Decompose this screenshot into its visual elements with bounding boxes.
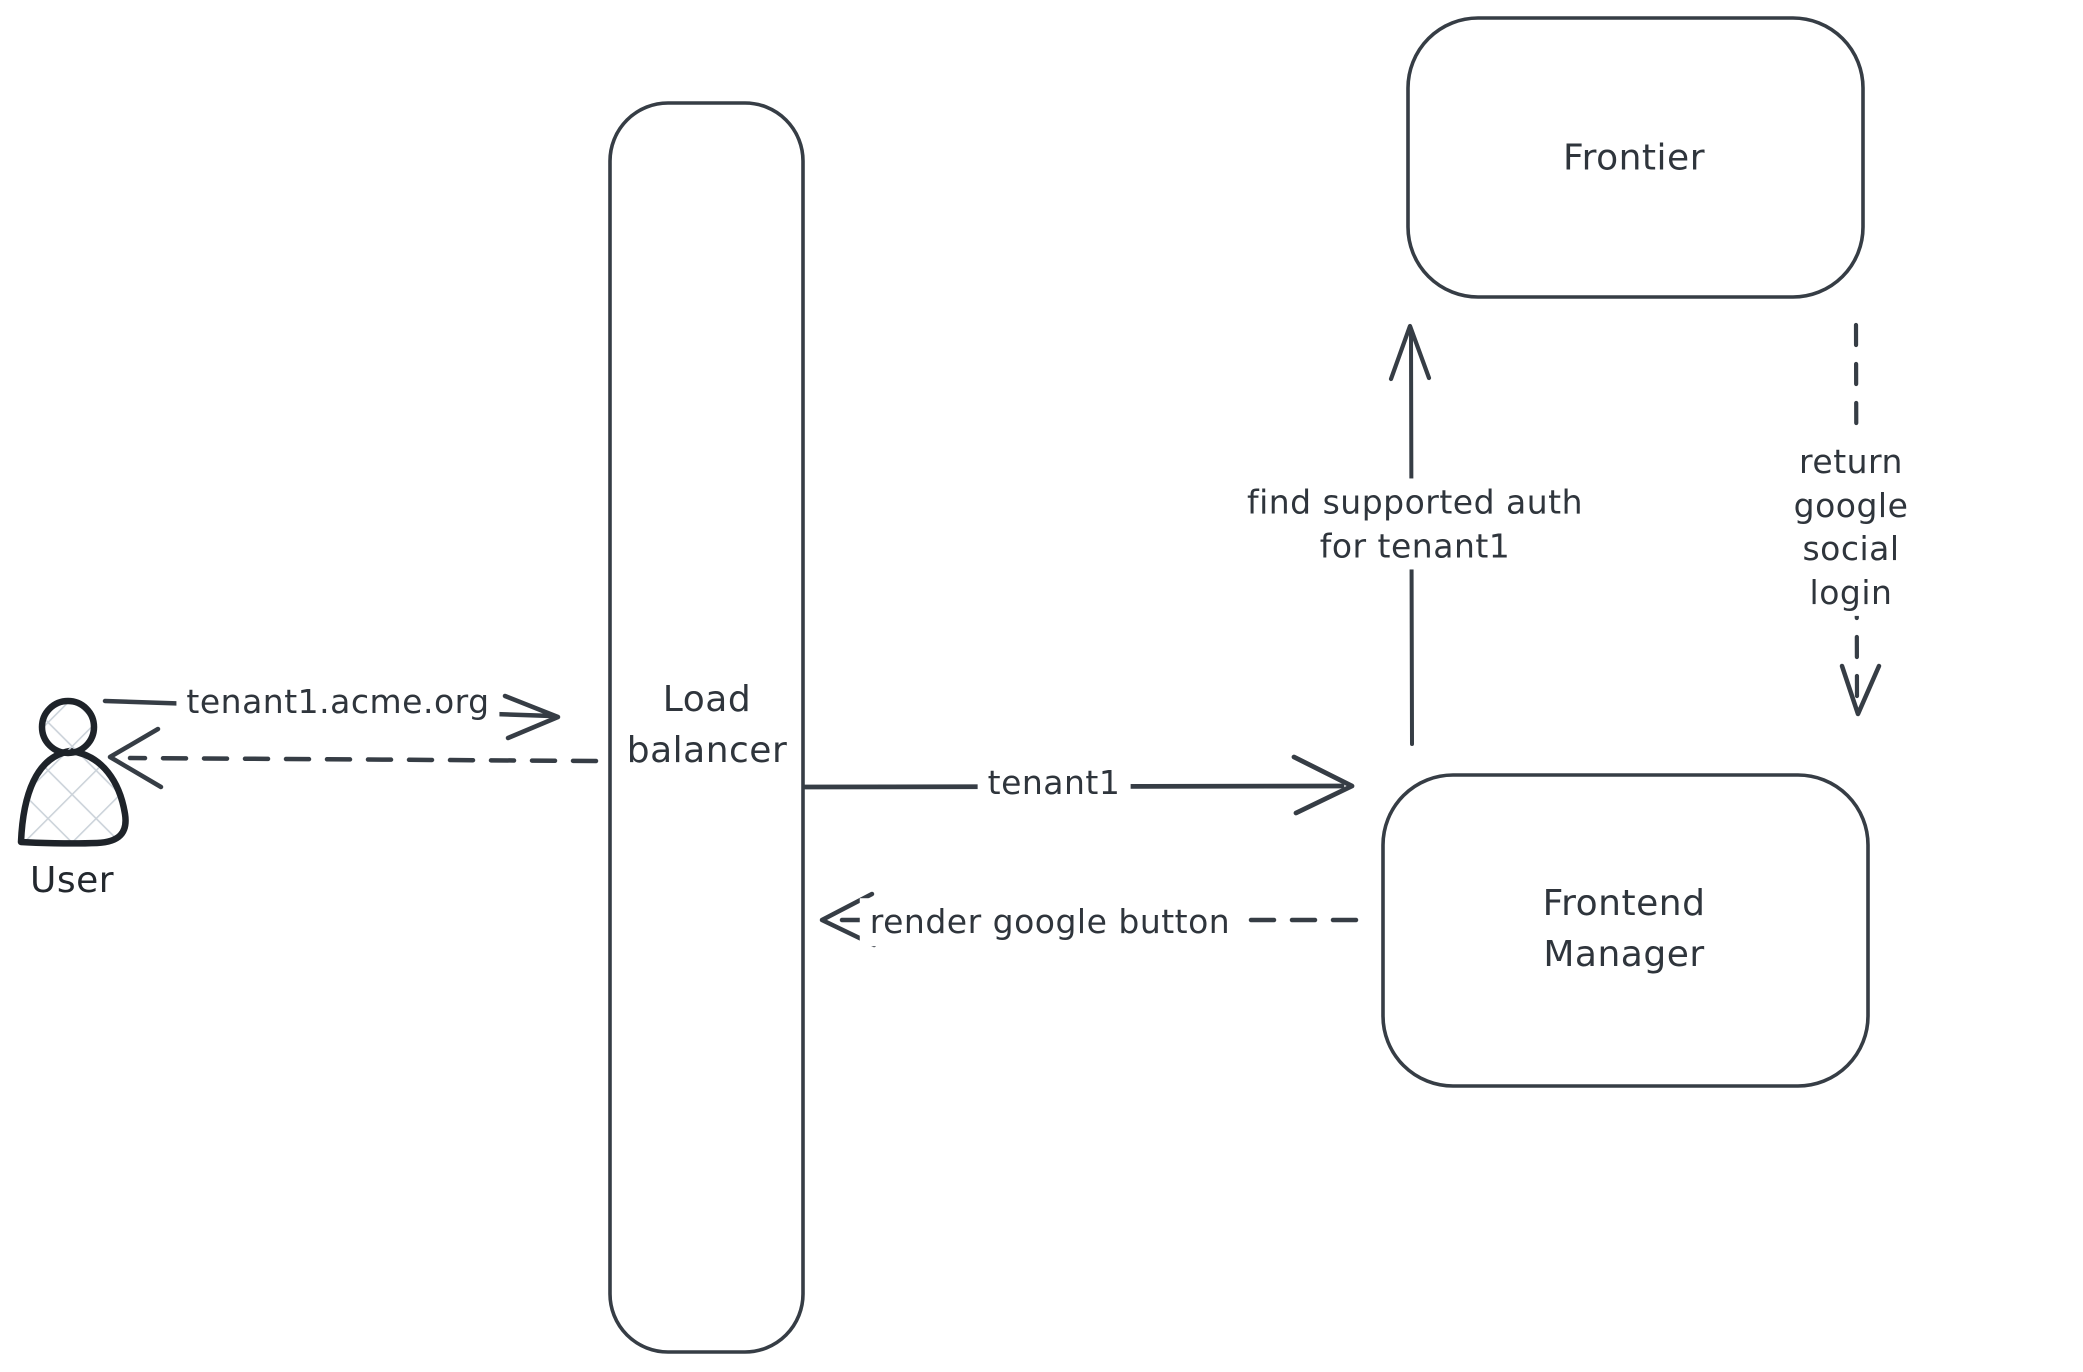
user-body-shape [17, 747, 129, 847]
edge-response-to-user-arrow [107, 726, 599, 790]
edge-request-domain-label: tenant1.acme.org [176, 678, 500, 726]
edge-return-login-label: return google social login [1735, 437, 1967, 617]
node-frontier-label: Frontier [1562, 137, 1706, 179]
node-load-balancer-label: Load balancer [626, 678, 788, 771]
node-frontier-shape [1406, 16, 1865, 299]
edge-forward-tenant-label: tenant1 [977, 759, 1131, 807]
user-head-shape [38, 697, 98, 757]
edge-render-button-label: render google button [859, 898, 1241, 946]
node-user-label: User [29, 860, 115, 902]
edge-find-auth-label: find supported auth for tenant1 [1236, 478, 1594, 570]
node-load-balancer-shape [608, 101, 805, 1354]
edge-return-login-arrow [1839, 322, 1882, 717]
node-frontend-manager-shape [1381, 773, 1870, 1088]
user-actor-figure [17, 697, 129, 847]
node-frontend-manager-label: Frontend Manager [1542, 882, 1706, 975]
